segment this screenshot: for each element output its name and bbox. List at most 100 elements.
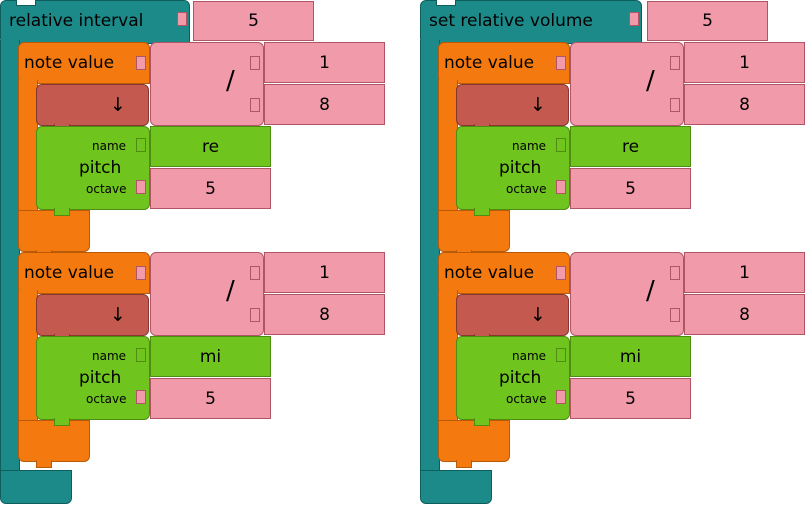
pitch-name-socket [556, 138, 566, 152]
down-arrow-block[interactable] [456, 84, 569, 126]
pitch-octave-value[interactable]: 5 [570, 378, 691, 419]
pitch-name-socket [136, 138, 146, 152]
pitch-name-value[interactable]: re [570, 126, 691, 167]
divide-operator: / [226, 66, 235, 96]
note-value-socket [136, 266, 146, 280]
pitch-notch [474, 208, 490, 216]
pitch-block[interactable] [456, 126, 570, 210]
action-block-header[interactable] [420, 0, 642, 44]
denominator-value[interactable]: 8 [684, 294, 805, 335]
numerator-value[interactable]: 1 [264, 252, 385, 293]
note-value-arm [18, 80, 38, 220]
denominator-value[interactable]: 8 [684, 84, 805, 125]
pitch-octave-label: octave [506, 392, 547, 406]
numerator-value[interactable]: 1 [264, 42, 385, 83]
note-value-socket [556, 266, 566, 280]
arg-value[interactable]: 5 [647, 1, 768, 41]
pitch-name-socket [136, 348, 146, 362]
numerator-socket [670, 56, 680, 70]
pitch-name-label: name [92, 349, 127, 363]
pitch-notch [54, 418, 70, 426]
denominator-socket [250, 98, 260, 112]
note-value-block[interactable] [18, 252, 150, 294]
denominator-socket [670, 98, 680, 112]
denominator-value[interactable]: 8 [264, 84, 385, 125]
pitch-octave-label: octave [506, 182, 547, 196]
note-value-notch [36, 460, 52, 468]
action-block-arm [420, 40, 440, 480]
down-arrow-icon: ↓ [530, 304, 546, 326]
pitch-octave-socket [136, 390, 146, 404]
divide-block[interactable] [150, 252, 264, 336]
down-arrow-block[interactable] [36, 294, 149, 336]
down-arrow-icon: ↓ [110, 304, 126, 326]
note-value-block[interactable] [438, 252, 570, 294]
down-arrow-icon: ↓ [110, 94, 126, 116]
divide-operator: / [646, 66, 655, 96]
action-block-foot [0, 470, 72, 504]
down-arrow-block[interactable] [36, 84, 149, 126]
note-value-socket [136, 56, 146, 70]
divide-operator: / [646, 276, 655, 306]
pitch-block[interactable] [456, 336, 570, 420]
numerator-value[interactable]: 1 [684, 42, 805, 83]
action-block-label: set relative volume [429, 11, 593, 31]
pitch-notch [474, 418, 490, 426]
divide-block[interactable] [570, 42, 684, 126]
pitch-label: pitch [499, 368, 542, 388]
pitch-octave-socket [136, 180, 146, 194]
pitch-block[interactable] [36, 336, 150, 420]
note-value-foot [18, 210, 90, 252]
pitch-octave-socket [556, 390, 566, 404]
note-value-block[interactable] [18, 42, 150, 84]
pitch-name-label: name [92, 139, 127, 153]
pitch-name-value[interactable]: re [150, 126, 271, 167]
numerator-value[interactable]: 1 [684, 252, 805, 293]
note-value-arm [438, 80, 458, 220]
numerator-socket [250, 266, 260, 280]
numerator-socket [250, 56, 260, 70]
numerator-socket [670, 266, 680, 280]
pitch-label: pitch [499, 158, 542, 178]
pitch-octave-label: octave [86, 182, 127, 196]
denominator-value[interactable]: 8 [264, 294, 385, 335]
divide-block[interactable] [570, 252, 684, 336]
pitch-name-value[interactable]: mi [570, 336, 691, 377]
note-value-label: note value [444, 53, 535, 73]
note-value-block[interactable] [438, 42, 570, 84]
note-value-foot [438, 210, 510, 252]
note-value-label: note value [24, 53, 115, 73]
action-block-header[interactable] [0, 0, 190, 44]
note-value-label: note value [444, 263, 535, 283]
pitch-name-socket [556, 348, 566, 362]
pitch-octave-value[interactable]: 5 [150, 168, 271, 209]
action-block-label: relative interval [9, 11, 144, 31]
note-value-arm [438, 290, 458, 430]
note-value-socket [556, 56, 566, 70]
pitch-name-value[interactable]: mi [150, 336, 271, 377]
value-socket [629, 12, 639, 26]
down-arrow-icon: ↓ [530, 94, 546, 116]
note-value-arm [18, 290, 38, 430]
pitch-name-label: name [512, 139, 547, 153]
top-notch [16, 0, 36, 6]
action-block-arm [0, 40, 20, 480]
pitch-octave-socket [556, 180, 566, 194]
pitch-label: pitch [79, 158, 122, 178]
pitch-octave-value[interactable]: 5 [150, 378, 271, 419]
down-arrow-block[interactable] [456, 294, 569, 336]
pitch-notch [54, 208, 70, 216]
divide-block[interactable] [150, 42, 264, 126]
arg-value[interactable]: 5 [193, 1, 314, 41]
note-value-foot [438, 420, 510, 462]
pitch-octave-value[interactable]: 5 [570, 168, 691, 209]
divide-operator: / [226, 276, 235, 306]
pitch-octave-label: octave [86, 392, 127, 406]
value-socket [177, 12, 187, 26]
denominator-socket [670, 308, 680, 322]
action-block-foot [420, 470, 492, 504]
pitch-block[interactable] [36, 126, 150, 210]
pitch-name-label: name [512, 349, 547, 363]
